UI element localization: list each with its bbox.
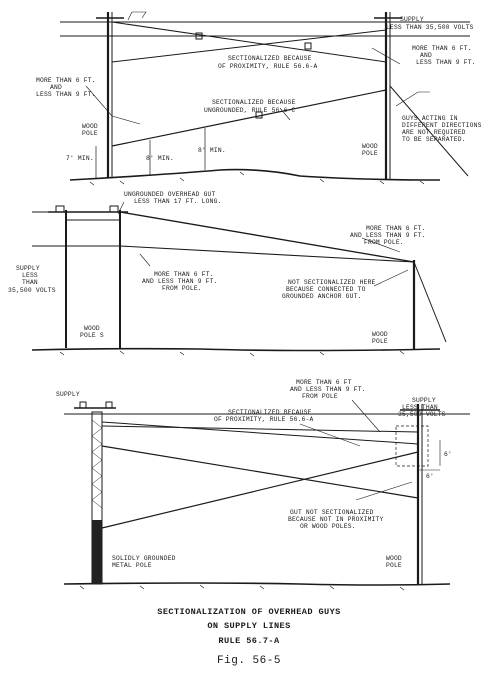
guy-cross-a-3 bbox=[101, 445, 419, 499]
note-not-sectionalized-2: NOT SECTIONALIZED HERE BECAUSE CONNECTED… bbox=[282, 279, 380, 300]
ground-line-1 bbox=[69, 168, 441, 181]
leader-2 bbox=[371, 47, 401, 65]
ground-hatch-2 bbox=[59, 350, 405, 357]
ground-hatch-3 bbox=[79, 584, 405, 591]
ground-line-2 bbox=[31, 347, 441, 352]
note-guys-acting-1: GUYS ACTING IN DIFFERENT DIRECTIONS ARE … bbox=[402, 115, 486, 143]
left-pole-label-2: WOOD POLE S bbox=[80, 325, 104, 339]
long-guy-2 bbox=[119, 211, 415, 263]
wire-2-3 bbox=[101, 421, 419, 445]
anchor-guy-right-1 bbox=[389, 85, 469, 177]
wood-pole-label-3: WOOD POLE bbox=[386, 555, 406, 569]
supply-left-3: SUPPLY bbox=[56, 391, 80, 398]
dim-7min-label: 7' MIN. bbox=[66, 155, 94, 162]
insulator-1c bbox=[255, 111, 263, 119]
right-pole-label-2: WOOD POLE bbox=[372, 331, 392, 345]
caption-line2: ON SUPPLY LINES bbox=[207, 621, 290, 631]
note-more-top-3: MORE THAN 6 FT AND LESS THAN 9 FT. FROM … bbox=[290, 379, 370, 400]
insulator-1a bbox=[195, 32, 203, 40]
leader-3 bbox=[85, 85, 141, 125]
ground-line-3 bbox=[63, 582, 451, 586]
note-gut-not-sectionalized-3: GUT NOT SECTIONALIZED BECAUSE NOT IN PRO… bbox=[288, 509, 387, 530]
caption-title: SECTIONALIZATION OF OVERHEAD GUYS bbox=[157, 607, 340, 617]
metal-pole-label-3: SOLIDLY GROUNDED METAL POLE bbox=[112, 555, 180, 569]
leader-3a bbox=[351, 399, 381, 433]
leader-3b bbox=[299, 423, 361, 447]
insulator-3b bbox=[105, 401, 113, 409]
dim-8min-label-a: 8' MIN. bbox=[146, 155, 174, 162]
leader-5 bbox=[395, 91, 430, 107]
guy-left-to-right-1 bbox=[111, 21, 387, 63]
supply-right-3: SUPPLY LESS THAN 35,500 VOLTS bbox=[398, 397, 446, 418]
note-more-left-2: MORE THAN 6 FT. AND LESS THAN 9 FT. FROM… bbox=[142, 271, 222, 292]
ground-hatch-1 bbox=[89, 171, 425, 186]
note-more-left-1: MORE THAN 6 FT. AND LESS THAN 9 FT. bbox=[36, 77, 100, 98]
insulator-1b bbox=[304, 42, 312, 50]
figure-label: Fig. 56-5 bbox=[217, 655, 281, 667]
guy-cross-b-3 bbox=[101, 451, 419, 529]
guy-right-to-left-1 bbox=[111, 29, 387, 63]
leader-2b bbox=[361, 237, 401, 253]
panel-2: UNGROUNDED OVERHEAD GUT LESS THAN 17 FT.… bbox=[8, 191, 447, 357]
leader-3c bbox=[355, 481, 413, 501]
caption: SECTIONALIZATION OF OVERHEAD GUYS ON SUP… bbox=[157, 607, 340, 667]
insulator-2a bbox=[109, 205, 119, 213]
leader-2d bbox=[373, 269, 409, 287]
guy-lower-3 bbox=[101, 425, 419, 433]
leader-1 bbox=[127, 11, 147, 21]
right-pole-label-1: WOOD POLE bbox=[362, 143, 382, 157]
note-ungrounded-gut-2: UNGROUNDED OVERHEAD GUT LESS THAN 17 FT.… bbox=[124, 191, 222, 205]
left-pole-label-1: WOOD POLE bbox=[82, 123, 102, 137]
lower-guy-1 bbox=[111, 89, 387, 147]
dim-8min-label-b: 8' MIN. bbox=[198, 147, 226, 154]
insulator-3a bbox=[79, 401, 87, 409]
long-guy-lower-2 bbox=[119, 245, 415, 263]
supply-label-1: SUPPLY LESS THAN 35,500 VOLTS bbox=[386, 16, 474, 31]
leader-4 bbox=[279, 107, 291, 121]
leader-2c bbox=[139, 253, 151, 267]
panel-1: SUPPLY LESS THAN 35,500 VOLTS SECTIONALI… bbox=[36, 11, 486, 186]
note-more-right-2: MORE THAN 6 FT. AND LESS THAN 9 FT. FROM… bbox=[350, 225, 430, 246]
leader-2a bbox=[117, 201, 125, 215]
dim-6-label-b: 6' bbox=[426, 473, 434, 480]
note-sectionalized-proximity-3: SECTIONALIZED BECAUSE OF PROXIMITY, RULE… bbox=[214, 409, 316, 423]
insulator-2b bbox=[55, 205, 65, 213]
caption-line3: RULE 56.7-A bbox=[218, 636, 280, 646]
metal-pole-base bbox=[92, 520, 102, 584]
note-sectionalized-proximity-1: SECTIONALIZED BECAUSE OF PROXIMITY, RULE… bbox=[218, 55, 317, 70]
metal-pole-lattice bbox=[91, 419, 103, 509]
note-more-right-1: MORE THAN 6 FT. AND LESS THAN 9 FT. bbox=[412, 45, 476, 66]
dim-6-label-a: 6' bbox=[444, 451, 452, 458]
panel-3: SUPPLY MORE THAN 6 FT AND LESS THAN 9 FT… bbox=[56, 379, 470, 591]
supply-label-2: SUPPLY LESS THAN 35,500 VOLTS bbox=[8, 265, 56, 294]
proximity-box-3 bbox=[395, 425, 429, 467]
note-sectionalized-ungrounded-1: SECTIONALIZED BECAUSE UNGROUNDED, RULE 5… bbox=[204, 99, 300, 114]
anchor-guy-right-2 bbox=[413, 261, 447, 343]
